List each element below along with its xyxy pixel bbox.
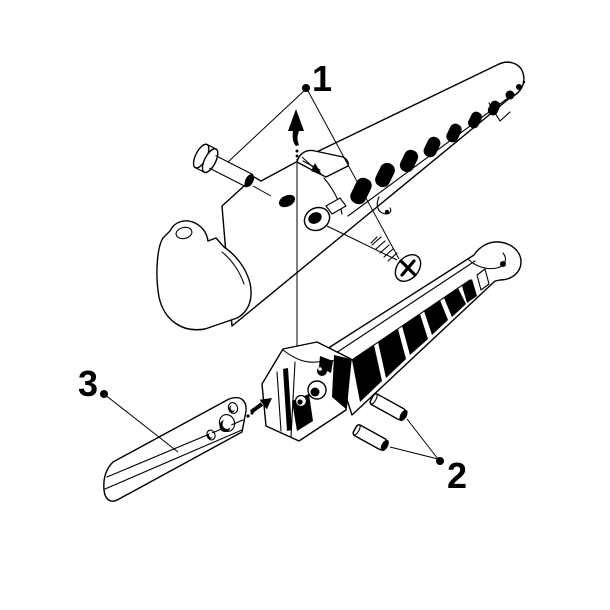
blade-insert-arrow bbox=[246, 398, 272, 418]
callout-2: 2 bbox=[389, 418, 467, 496]
callout-3: 3 bbox=[78, 363, 179, 453]
tab-press-arrow bbox=[301, 156, 322, 175]
jaw-ear-hole bbox=[175, 226, 193, 240]
head-face-divider bbox=[290, 361, 296, 438]
pin-alignment-line bbox=[252, 185, 272, 197]
callout-dot-1 bbox=[302, 84, 310, 92]
head-pin-hole-upper bbox=[317, 366, 327, 376]
leader-line-pivot-to-screw bbox=[326, 225, 398, 261]
callout-2-label: 2 bbox=[447, 455, 467, 496]
phillips-cross-2 bbox=[400, 259, 416, 277]
callout-1: 1 bbox=[227, 58, 400, 261]
body-inner-contour bbox=[323, 177, 343, 215]
head-recess-dark bbox=[332, 355, 351, 409]
pivot-hole bbox=[308, 212, 322, 224]
pawl-under-handle bbox=[376, 196, 392, 215]
roll-pin-1 bbox=[369, 393, 408, 422]
leader-line-1-to-screw bbox=[307, 90, 400, 260]
callout-dot-3 bbox=[100, 390, 108, 398]
head-pin-hole-upper-highlight bbox=[318, 367, 322, 371]
jaw-inner-line bbox=[221, 251, 245, 285]
phillips-screw bbox=[370, 236, 422, 282]
pin-hole bbox=[278, 194, 296, 208]
blade-bevel-line-1 bbox=[106, 419, 244, 478]
callout-3-label: 3 bbox=[78, 363, 98, 404]
arm-top-edge-line bbox=[335, 260, 476, 354]
blade-slot-edge-line bbox=[276, 371, 282, 432]
jaw-hook bbox=[156, 220, 252, 331]
pawl-pin-dot bbox=[384, 209, 390, 215]
head-pin-hole-lower-dark bbox=[297, 399, 303, 405]
blade-holder-head bbox=[261, 341, 352, 442]
leader-line-1-to-pin bbox=[227, 88, 307, 163]
insert-up-arrow bbox=[288, 109, 304, 158]
leader-line-2-to-pin1 bbox=[406, 418, 439, 460]
leader-line-3-to-blade bbox=[103, 393, 179, 453]
latch-hook bbox=[467, 252, 506, 270]
lower-ratchet-arm bbox=[261, 241, 522, 442]
latch-hook-hole bbox=[500, 261, 506, 267]
body-inner-step bbox=[325, 197, 347, 215]
callout-dot-2 bbox=[436, 457, 444, 465]
roll-pin-2 bbox=[352, 424, 389, 452]
leader-line-2-to-pin2 bbox=[389, 446, 439, 460]
pin-tip bbox=[244, 174, 255, 188]
callout-1-label: 1 bbox=[312, 58, 332, 99]
blade-slot bbox=[283, 368, 292, 431]
handle-slots bbox=[350, 80, 526, 205]
head-pivot-hole bbox=[310, 387, 320, 397]
handle-tip-clip bbox=[488, 102, 511, 122]
blade-bevel-line-2 bbox=[104, 429, 243, 490]
blade-holes bbox=[206, 402, 239, 441]
clevis-pin bbox=[192, 143, 255, 188]
rack-teeth bbox=[352, 268, 490, 402]
head-top-face-line bbox=[282, 349, 352, 363]
